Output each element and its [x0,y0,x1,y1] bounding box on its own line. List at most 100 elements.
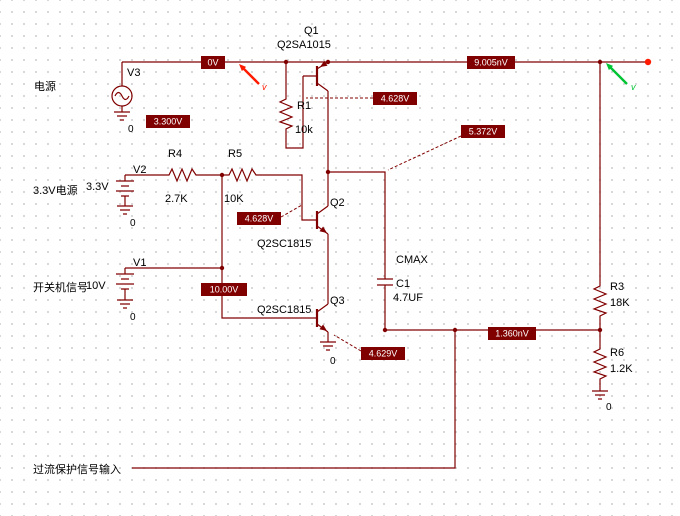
battery-symbol[interactable] [116,268,134,300]
r6-value-label: 1.2K [610,363,633,375]
switch-annotation: 开关机信号 [33,280,88,294]
wire-r1-q1base[interactable] [285,76,304,149]
junction-dot [219,265,225,271]
q3-net-label: 0 [330,356,336,367]
readout-output[interactable]: 1.360nV [488,327,536,340]
readout-value: 0V [207,58,218,68]
junction-dot [219,172,225,178]
readout-value: 3.300V [154,117,183,127]
q2-part-label: Q2SC1815 [257,238,311,250]
r4-ref-label: R4 [168,148,182,160]
wire-overcurrent-input[interactable] [132,330,456,469]
resistor-symbol[interactable] [225,167,260,183]
q1-part-label: Q2SA1015 [277,39,331,51]
emitter-arrow [320,60,328,67]
readout-value: 4.629V [369,349,398,359]
c1-ref-label: C1 [396,278,410,290]
readout-box [461,125,505,138]
readout-box [201,56,225,69]
source-v2[interactable]: V2 3.3V 0 [86,164,146,229]
resistor-r6[interactable]: R6 1.2K 0 [592,345,633,413]
sine-glyph [114,91,130,101]
readout-box [146,115,190,128]
readout-rail-right[interactable]: 9.005nV [467,56,515,69]
transistor-leads [316,303,329,342]
v1-value-label: 10V [86,280,106,292]
readout-value: 4.628V [381,94,410,104]
q2-ref-label: Q2 [330,197,345,209]
resistor-symbol[interactable] [592,282,608,322]
transistor-q2[interactable]: Q2 Q2SC1815 [257,197,345,250]
readout-q3-emitter[interactable]: 4.629V [361,347,405,360]
rail-end-node[interactable] [644,58,652,66]
junction-dot [382,327,388,333]
readout-box [201,283,247,296]
ground-symbol[interactable] [117,205,133,215]
junction-dot [283,59,289,65]
v1-ref-label: V1 [133,257,146,269]
ground-symbol[interactable] [114,111,130,121]
v2-net-label: 0 [130,218,136,229]
source-v1[interactable]: V1 10V 0 [86,257,146,323]
probe-red[interactable]: v [239,64,267,92]
junction-dot [325,169,331,175]
q3-ref-label: Q3 [330,295,345,307]
r5-value-label: 10K [224,193,244,205]
readout-value: 4.628V [245,214,274,224]
readout-box [467,56,515,69]
probe-green[interactable]: v [606,63,636,92]
transistor-q1[interactable]: Q1 Q2SA1015 [277,25,331,92]
readout-q1-base[interactable]: 4.628V [373,92,417,105]
v2-ref-label: V2 [133,164,146,176]
junction-dot [597,327,603,333]
resistor-r1[interactable]: R1 10k [278,95,313,136]
ground-symbol[interactable] [592,390,608,400]
probe-label: v [631,82,636,92]
r6-net-label: 0 [606,402,612,413]
wire-r5-q2base[interactable] [260,174,317,221]
transistor-q3[interactable]: Q3 Q2SC1815 0 [257,295,345,367]
transistor-leads [303,61,329,92]
source-v3[interactable]: V3 0 [111,67,140,135]
readout-rail-left[interactable]: 0V [201,56,225,69]
wire-collector-node-c1[interactable] [328,171,386,279]
readout-collector-node[interactable]: 5.372V [461,125,505,138]
readout-value: 5.372V [469,127,498,137]
readout-switch-node[interactable]: 10.00V [201,283,247,296]
resistor-r5[interactable]: R5 10K [224,148,260,205]
capacitor-symbol[interactable] [377,278,393,286]
ground-symbol[interactable] [320,341,336,351]
readout-value: 10.00V [210,285,239,295]
ground-symbol[interactable] [117,299,133,309]
resistor-symbol[interactable] [165,167,200,183]
readout-q2-base[interactable]: 4.628V [237,212,281,225]
probe-arrow [606,63,614,71]
r3-ref-label: R3 [610,281,624,293]
readout-leaders [280,97,462,352]
probe-arrow [239,64,247,72]
wire-switchnode-q3base[interactable] [221,175,317,319]
resistor-r4[interactable]: R4 2.7K [165,148,200,205]
resistor-symbol[interactable] [592,345,608,385]
ac-source-symbol[interactable] [111,85,133,107]
wires [121,61,648,469]
r5-ref-label: R5 [228,148,242,160]
v1-net-label: 0 [130,312,136,323]
resistor-symbol[interactable] [278,95,294,135]
capacitor-c1[interactable]: CMAX C1 4.7UF [377,254,428,304]
leader-q3-emitter [333,334,362,352]
c1-tag-label: CMAX [396,254,428,266]
v3-ref-label: V3 [127,67,140,79]
v33-annotation: 3.3V电源 [33,183,78,197]
r3-value-label: 18K [610,297,630,309]
probe-label: v [262,82,267,92]
readout-v2-top[interactable]: 3.300V [146,115,190,128]
resistor-r3[interactable]: R3 18K [592,281,630,322]
readout-value: 9.005nV [474,58,508,68]
q3-part-label: Q2SC1815 [257,304,311,316]
junction-dot [597,59,603,65]
leader-q2-base [280,204,303,218]
battery-symbol[interactable] [116,175,134,206]
v3-net-label: 0 [128,124,134,135]
leader-collector-node [387,135,462,171]
